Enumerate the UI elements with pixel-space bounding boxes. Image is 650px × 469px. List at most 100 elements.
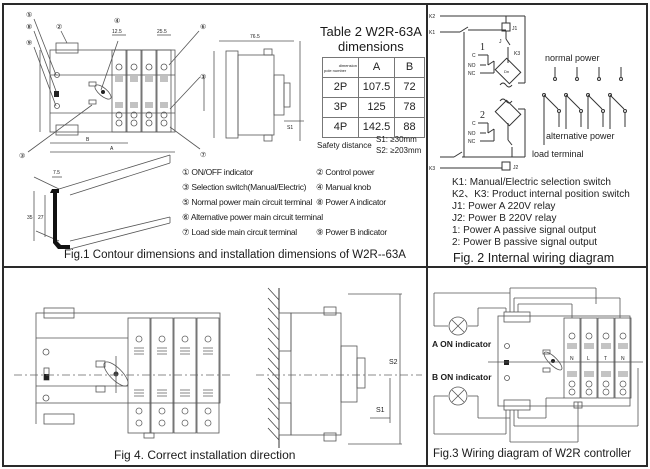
label-dn: Dn bbox=[504, 69, 509, 74]
drawing-stroke bbox=[69, 222, 171, 250]
drawing-stroke bbox=[58, 154, 171, 190]
drawing-stroke bbox=[543, 351, 563, 371]
label-k2: K2 bbox=[429, 14, 435, 20]
controller-wiring bbox=[433, 287, 643, 443]
drawing-stroke bbox=[585, 388, 593, 396]
drawing-stroke bbox=[586, 93, 590, 97]
corner-bottom: pole number bbox=[324, 67, 347, 73]
legend-2: ② Control power bbox=[316, 167, 375, 177]
drawing-stroke bbox=[323, 432, 337, 442]
drawing-stroke bbox=[143, 432, 155, 439]
drawing-stroke bbox=[50, 189, 70, 249]
drawing-stroke bbox=[487, 60, 495, 66]
note-k1: K1: Manual/Electric selection switch bbox=[452, 177, 611, 188]
wiring-circuit bbox=[440, 15, 627, 171]
drawing-stroke bbox=[542, 349, 551, 355]
drawing-stroke bbox=[619, 380, 627, 388]
drawing-stroke bbox=[290, 312, 342, 436]
drawing-stroke bbox=[267, 367, 280, 381]
drawing-stroke bbox=[585, 380, 593, 388]
drawing-stroke bbox=[111, 49, 127, 133]
callout-5: ⑤ bbox=[26, 11, 32, 19]
label-nc2: NC bbox=[468, 139, 476, 145]
drawing-stroke bbox=[565, 94, 581, 110]
side-view-installed bbox=[256, 287, 422, 448]
drawing-stroke bbox=[55, 42, 79, 54]
drawing-stroke bbox=[267, 297, 280, 311]
drawing-stroke bbox=[33, 46, 57, 107]
drawing-stroke bbox=[504, 360, 509, 365]
fig1-drawing: ⑤ ⑧ ⑨ ② ④ ⑥ ① ⑦ ③ 12.5 25.5 76.5 B A 35 … bbox=[19, 11, 304, 250]
label-j: J bbox=[499, 39, 502, 45]
fig2-caption: Fig. 2 Internal wiring diagram bbox=[453, 251, 615, 265]
callout-1: ① bbox=[200, 73, 206, 81]
label-k1: K1 bbox=[429, 30, 435, 36]
drawing-stroke bbox=[575, 77, 579, 81]
drawing-stroke bbox=[497, 315, 631, 407]
fig4-caption: Fig 4. Correct installation direction bbox=[114, 448, 296, 462]
drawing-stroke bbox=[448, 386, 468, 406]
drawing-stroke bbox=[43, 307, 75, 319]
drawing-stroke bbox=[33, 176, 60, 190]
callout-6: ⑥ bbox=[200, 23, 206, 31]
drawing-stroke bbox=[33, 18, 57, 76]
drawing-stroke bbox=[115, 119, 123, 127]
drawing-stroke bbox=[225, 50, 239, 139]
b-on-indicator-label: B ON indicator bbox=[432, 372, 492, 382]
safety-s2: S2: ≥203mm bbox=[376, 146, 422, 155]
drawing-stroke bbox=[619, 388, 627, 396]
label-k3: K3 bbox=[514, 51, 520, 57]
din-rail bbox=[33, 154, 171, 250]
drawing-stroke bbox=[503, 399, 531, 411]
dim-25-5: 25.5 bbox=[157, 29, 167, 35]
drawing-stroke bbox=[43, 413, 75, 425]
dim-s1: S1 bbox=[376, 407, 385, 414]
drawing-stroke bbox=[278, 402, 292, 436]
drawing-stroke bbox=[597, 317, 615, 399]
drawing-stroke bbox=[204, 407, 212, 415]
label-alternative-power: alternative power bbox=[546, 131, 615, 141]
drawing-stroke bbox=[115, 76, 168, 108]
drawing-stroke bbox=[54, 103, 60, 109]
pole-cell: 4P bbox=[322, 117, 359, 138]
drawing-stroke bbox=[340, 345, 358, 403]
drawing-stroke bbox=[448, 316, 468, 336]
drawing-stroke bbox=[69, 216, 171, 242]
table-title-line2: dimensions bbox=[338, 39, 404, 54]
pole-label-2: L bbox=[587, 356, 590, 362]
drawing-stroke bbox=[135, 419, 143, 427]
drawing-stroke bbox=[181, 419, 189, 427]
drawing-stroke bbox=[44, 374, 49, 380]
drawing-stroke bbox=[237, 54, 275, 136]
drawing-stroke bbox=[150, 317, 174, 434]
drawing-stroke bbox=[101, 90, 105, 94]
col-header-b: B bbox=[394, 57, 425, 78]
fig4-drawing: S2 S1 bbox=[14, 287, 422, 448]
drawing-stroke bbox=[95, 385, 106, 393]
drawing-stroke bbox=[568, 332, 576, 340]
drawing-stroke bbox=[499, 98, 513, 104]
legend-1: ① ON/OFF indicator bbox=[182, 167, 254, 177]
corner-top: dimension bbox=[338, 62, 357, 68]
drawing-stroke bbox=[204, 335, 212, 343]
dim-b: B bbox=[86, 137, 90, 143]
label-no2: NO bbox=[468, 131, 476, 137]
pole-label-1: N bbox=[570, 356, 574, 362]
drawing-stroke bbox=[126, 49, 142, 133]
drawing-stroke bbox=[267, 427, 280, 441]
drawing-stroke: S2 S1 bbox=[376, 359, 398, 414]
fig3-drawing: N L T N bbox=[433, 287, 643, 443]
b-cell: 88 bbox=[394, 117, 425, 138]
drawing-stroke: ⑤ ⑧ ⑨ ② ④ ⑥ ① ⑦ ③ bbox=[19, 11, 206, 160]
drawing-stroke bbox=[609, 94, 625, 110]
dim-s2: S2 bbox=[389, 359, 398, 366]
drawing-stroke bbox=[597, 77, 601, 81]
fig3-caption: Fig.3 Wiring diagram of W2R controller bbox=[433, 448, 632, 460]
table-title-line1: Table 2 W2R-63A bbox=[320, 24, 422, 39]
drawing-stroke bbox=[267, 407, 280, 421]
drawing-stroke bbox=[95, 360, 106, 368]
drawing-stroke: 12.5 25.5 76.5 B A 35 27 7.5 S1 bbox=[27, 29, 293, 221]
dim-depth: 76.5 bbox=[250, 34, 260, 40]
front-view bbox=[27, 18, 201, 153]
drawing-stroke bbox=[181, 407, 189, 415]
